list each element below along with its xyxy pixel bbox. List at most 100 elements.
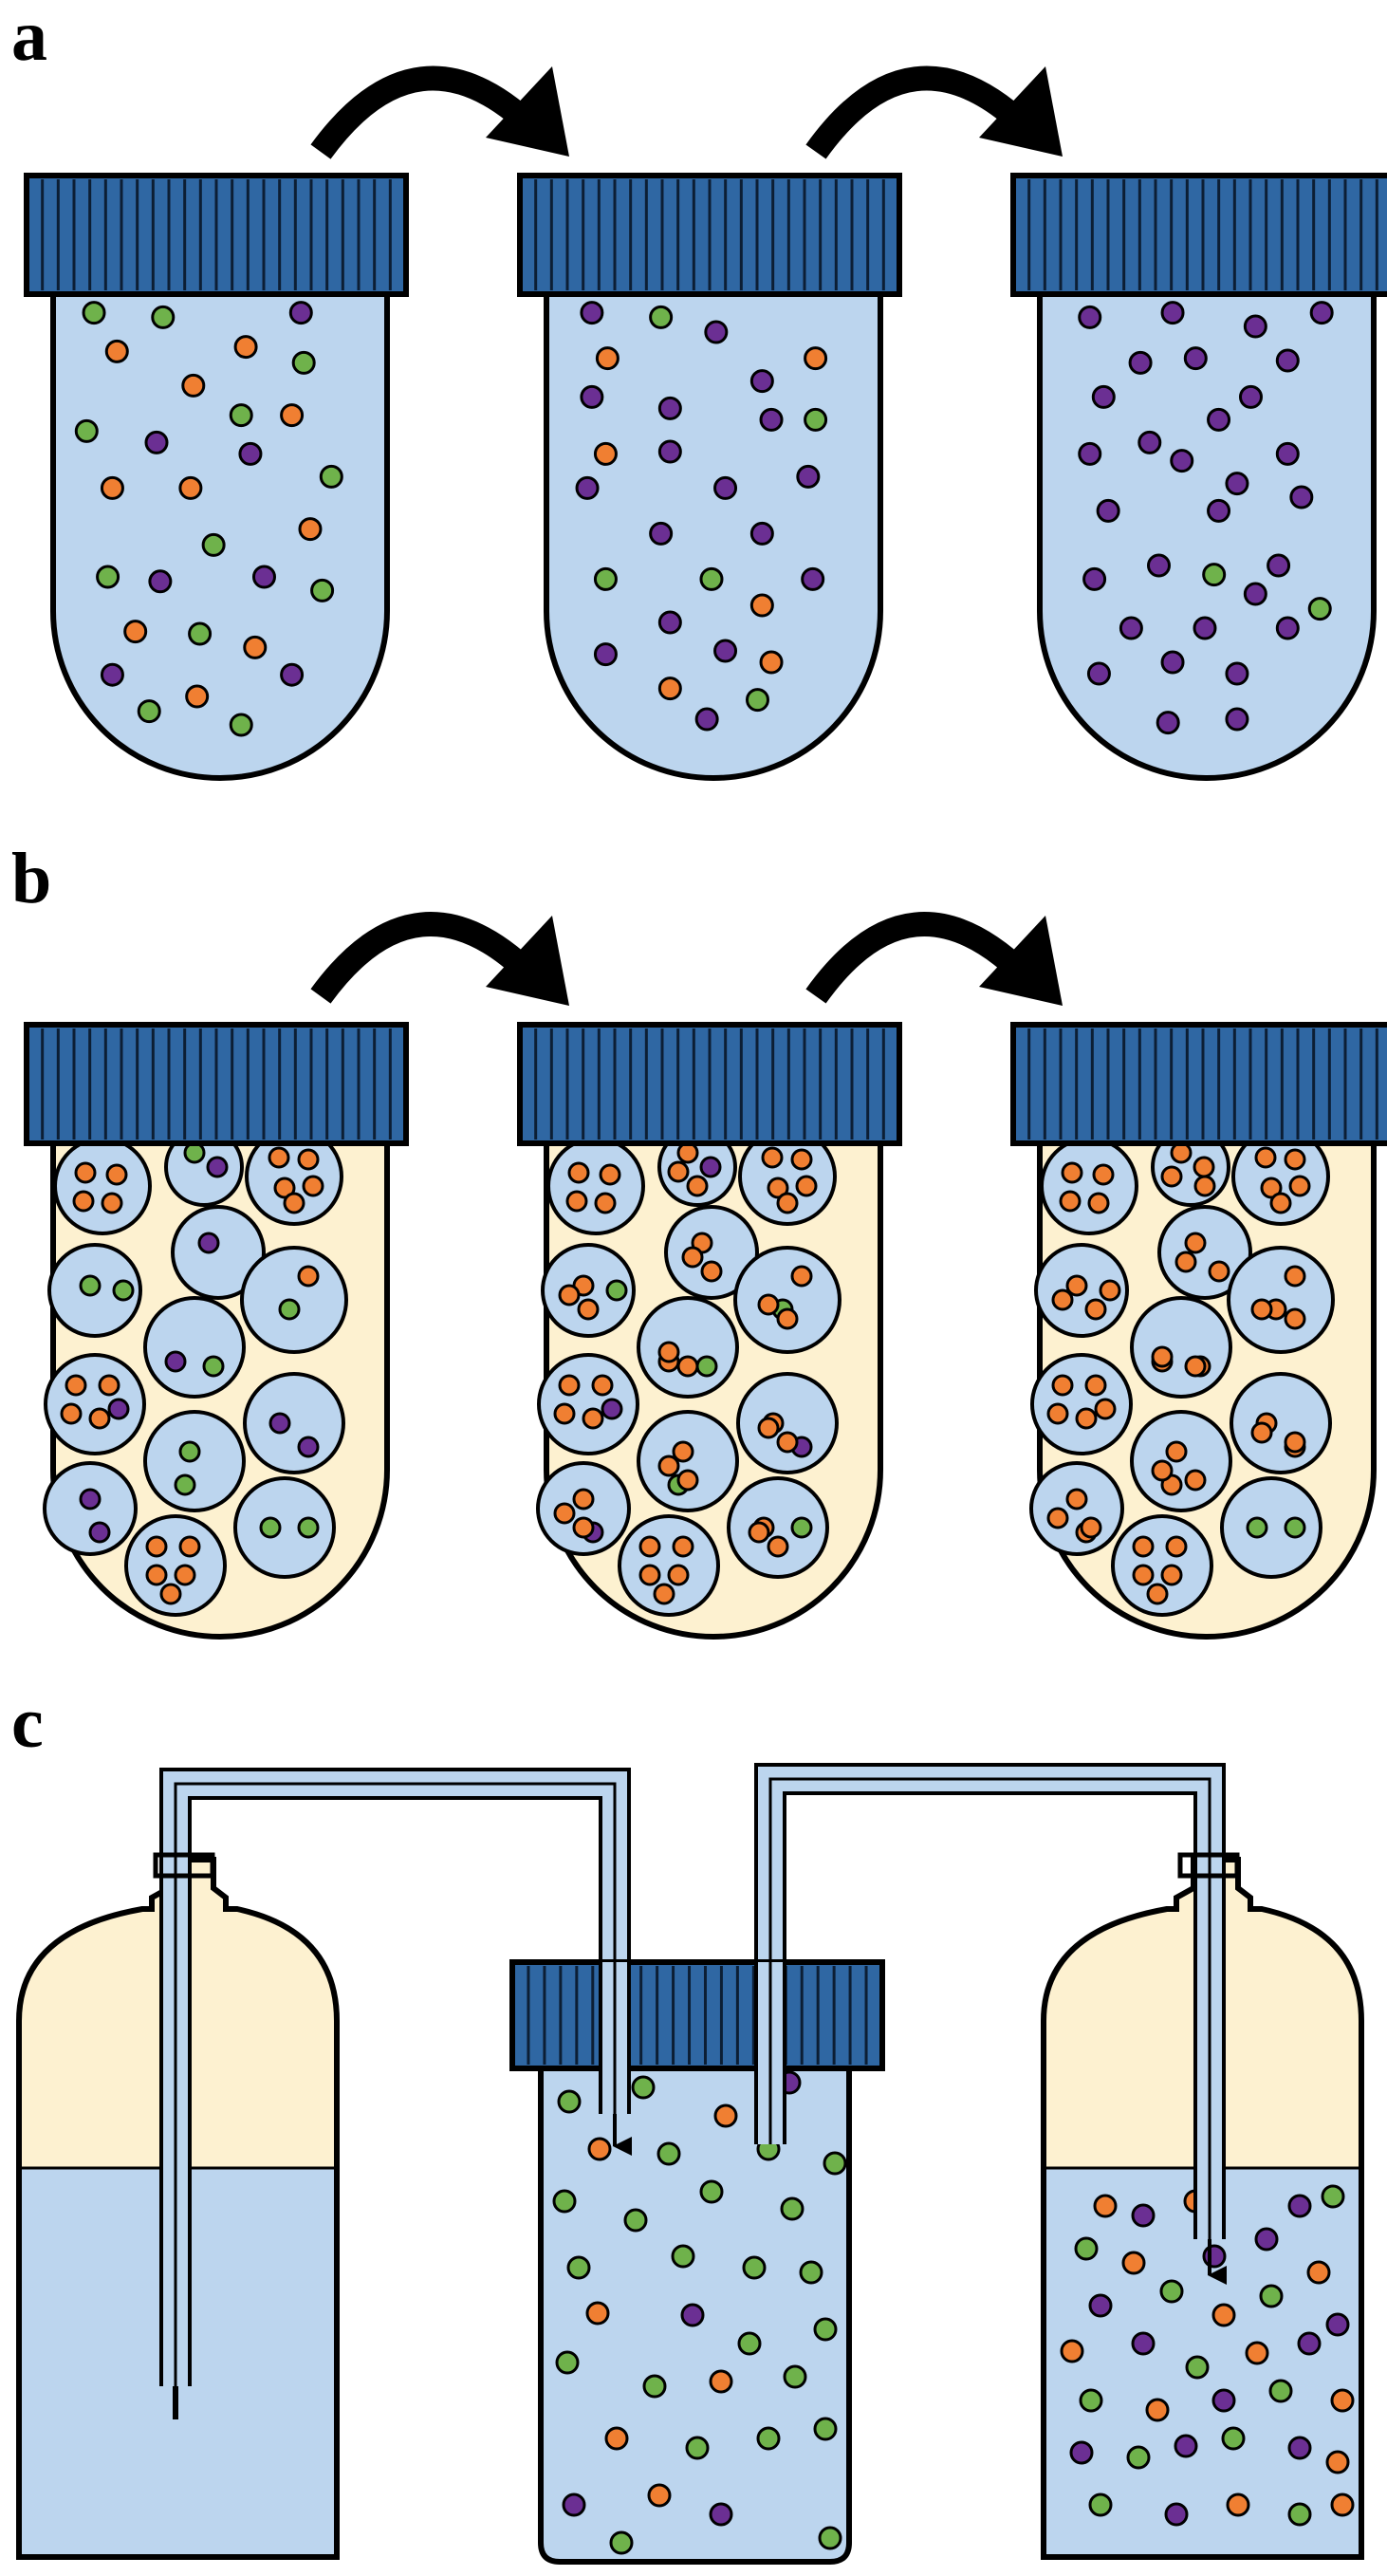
cell-dot xyxy=(672,1440,694,1463)
cell-dot xyxy=(297,1148,320,1171)
cell-dot xyxy=(1297,2331,1322,2356)
tube-icon xyxy=(43,1127,390,1640)
cell-dot xyxy=(100,475,124,500)
cell-dot xyxy=(1221,2426,1246,2451)
cell-dot xyxy=(593,642,618,667)
cell-dot xyxy=(657,1341,680,1363)
cell-dot xyxy=(1284,1148,1306,1171)
cell-dot xyxy=(558,1284,581,1307)
droplet-body xyxy=(1040,1137,1138,1235)
cell-dot xyxy=(748,1521,770,1544)
cell-dot xyxy=(188,621,213,646)
cell-dot xyxy=(74,418,99,443)
cell-dot xyxy=(1225,472,1249,496)
cell-dot xyxy=(759,407,784,432)
cell-dot xyxy=(1193,616,1217,640)
cell-dot xyxy=(1250,1421,1273,1444)
cell-dot xyxy=(580,301,604,325)
droplet-body xyxy=(1030,1353,1133,1455)
cell-dot xyxy=(1288,1175,1311,1197)
droplet-icon xyxy=(171,1205,266,1300)
cell-dot xyxy=(667,1564,690,1586)
cap-icon xyxy=(517,173,902,297)
cell-dot xyxy=(686,1175,709,1197)
cell-dot xyxy=(100,662,124,687)
cell-dot xyxy=(280,662,305,687)
cell-dot xyxy=(1160,650,1185,675)
cell-dot xyxy=(795,1175,818,1197)
cell-dot xyxy=(1061,1161,1083,1184)
cell-dot xyxy=(1099,1279,1121,1302)
cell-dot xyxy=(604,2426,629,2451)
cell-dot xyxy=(776,1192,799,1214)
cell-dot xyxy=(206,1156,229,1178)
cell-dot xyxy=(1284,1265,1306,1288)
cap-body xyxy=(509,1959,885,2071)
cell-dot xyxy=(1132,1535,1155,1558)
cell-dot xyxy=(649,521,674,546)
cell-dot xyxy=(283,1192,305,1214)
droplet-body xyxy=(53,1137,152,1235)
cap-body xyxy=(1010,173,1387,297)
cell-dot xyxy=(1267,553,1291,578)
transfer-arrow-icon xyxy=(805,912,1063,1006)
cell-dot xyxy=(799,2260,823,2285)
cell-dot xyxy=(1309,301,1334,325)
cell-dot xyxy=(280,403,305,428)
cell-dot xyxy=(642,2374,667,2399)
droplet-body xyxy=(233,1476,336,1579)
cell-dot xyxy=(1165,1535,1188,1558)
droplet-body xyxy=(664,1205,759,1300)
cell-dot xyxy=(1275,441,1300,466)
droplet-icon xyxy=(1130,1296,1232,1399)
cell-dot xyxy=(178,1440,201,1463)
cell-dot xyxy=(1082,566,1107,591)
cell-dot xyxy=(107,1398,130,1420)
cell-dot xyxy=(756,2426,781,2451)
cell-dot xyxy=(1287,2436,1312,2460)
cell-dot xyxy=(297,1516,320,1539)
cell-dot xyxy=(1078,441,1102,466)
cell-dot xyxy=(790,1148,813,1171)
cell-dot xyxy=(202,1355,225,1378)
droplet-icon xyxy=(733,1246,841,1354)
cell-dot xyxy=(178,1535,201,1558)
cell-dot xyxy=(74,1161,97,1184)
cell-dot xyxy=(767,1535,789,1558)
cell-dot xyxy=(1132,1564,1155,1586)
cell-dot xyxy=(577,1298,600,1321)
cell-dot xyxy=(310,578,335,602)
cell-dot xyxy=(1259,2284,1284,2308)
cell-dot xyxy=(1059,1190,1082,1213)
cell-dot xyxy=(178,475,203,500)
cell-dot xyxy=(259,1516,282,1539)
cell-dot xyxy=(144,430,169,454)
cell-dot xyxy=(1307,597,1332,621)
droplet-icon xyxy=(245,1127,343,1226)
cell-dot xyxy=(79,1488,102,1510)
cell-dot xyxy=(1131,2203,1156,2228)
cell-dot xyxy=(1046,1507,1069,1529)
cell-dot xyxy=(319,464,343,489)
droplet-icon xyxy=(727,1476,829,1579)
cell-dot xyxy=(1207,498,1231,523)
cell-dot xyxy=(145,1564,168,1586)
cap-icon xyxy=(24,173,409,297)
cell-dot xyxy=(737,2331,762,2356)
cell-dot xyxy=(572,1516,595,1539)
cell-dot xyxy=(776,1307,799,1330)
cell-dot xyxy=(1084,1298,1107,1321)
cell-dot xyxy=(288,301,313,325)
droplet-body xyxy=(143,1296,246,1399)
cell-dot xyxy=(1164,2502,1189,2527)
cell-dot xyxy=(123,620,148,644)
cell-dot xyxy=(709,2502,733,2527)
cap-icon xyxy=(517,1022,902,1146)
cell-dot xyxy=(1128,350,1153,375)
cell-dot xyxy=(783,2364,807,2389)
droplet-icon xyxy=(1034,1243,1129,1338)
droplet-icon xyxy=(637,1296,739,1399)
cell-dot xyxy=(1145,2398,1170,2422)
cell-dot xyxy=(796,464,821,489)
